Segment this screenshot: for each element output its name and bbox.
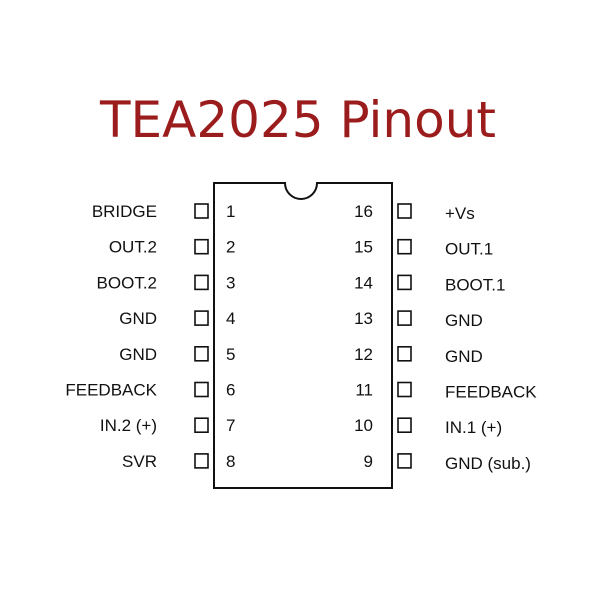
pin-13-label: GND [445,311,483,330]
pin-11-pad [397,381,412,398]
chip-body [213,182,393,489]
pin-2-number: 2 [226,238,235,257]
pin-8-pad [194,453,209,469]
pin-16-pad [397,203,412,219]
pin-16-label: +Vs [445,204,475,223]
pin-14-label: BOOT.1 [445,275,505,294]
pin-9-number: 9 [364,452,373,471]
pin-1-label: BRIDGE [92,202,157,221]
pin-14-number: 14 [354,273,373,292]
pin-14-pad [397,274,412,291]
pin-8-label: SVR [122,452,157,471]
pin-13-pad [397,310,412,326]
pin-2-label: OUT.2 [109,238,157,257]
pin-6-label: FEEDBACK [65,381,157,400]
pin-4-pad [194,310,209,326]
pin-1-number: 1 [226,202,235,221]
pin-7-pad [194,417,209,434]
pin-2-pad [194,238,209,255]
pin-5-number: 5 [226,345,235,364]
pin-16-number: 16 [354,202,373,221]
pin-5-pad [194,345,209,362]
left-pin-group: 1BRIDGE2OUT.23BOOT.24GND5GND6FEEDBACK7IN… [65,202,235,471]
pin-4-number: 4 [226,309,235,328]
pin-6-number: 6 [226,381,235,400]
pin-7-label: IN.2 (+) [100,416,157,435]
pin-15-label: OUT.1 [445,240,493,259]
pin-10-label: IN.1 (+) [445,418,502,437]
pin-12-number: 12 [354,345,373,364]
pin-10-number: 10 [354,416,373,435]
pin-11-number: 11 [355,381,373,400]
diagram-title: TEA2025 Pinout [100,91,496,149]
pin-15-pad [397,238,412,255]
pin-9-pad [397,453,412,469]
pin-12-pad [397,345,412,362]
pin-3-pad [194,274,209,291]
pin-5-label: GND [119,345,157,364]
pin-12-label: GND [445,347,483,366]
pin-8-number: 8 [226,452,235,471]
pin-10-pad [397,417,412,434]
pin-3-label: BOOT.2 [97,273,157,292]
pin-6-pad [194,381,209,398]
pin-1-pad [194,203,209,219]
pin-11-label: FEEDBACK [445,383,537,402]
pin-3-number: 3 [226,273,235,292]
pin-15-number: 15 [354,238,373,257]
pin-13-number: 13 [354,309,373,328]
pin-9-label: GND (sub.) [445,454,531,473]
pin-4-label: GND [119,309,157,328]
pin-7-number: 7 [226,416,235,435]
